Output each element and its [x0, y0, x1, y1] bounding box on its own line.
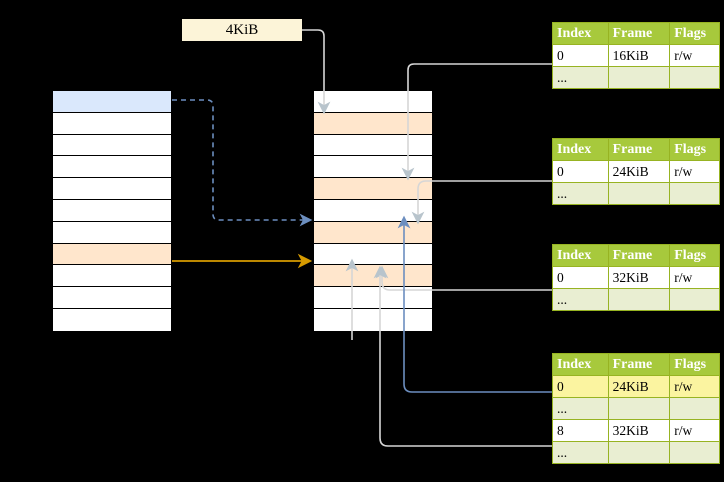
column-header: Index: [552, 353, 609, 376]
table-row: ...: [552, 288, 720, 311]
column-header: Flags: [669, 244, 720, 267]
table-cell: [607, 66, 671, 89]
table-cell: ...: [552, 441, 609, 464]
column-header: Frame: [607, 22, 671, 45]
memory-cell: [314, 91, 432, 113]
table-cell: ...: [552, 66, 609, 89]
table-cell: r/w: [669, 375, 720, 398]
memory-cell: [53, 265, 171, 288]
table-cell: [607, 397, 671, 420]
table-cell: [607, 182, 671, 205]
table-cell: [669, 182, 720, 205]
table-cell: [607, 441, 671, 464]
table-row: ...: [552, 397, 720, 420]
page-size-label: 4KiB: [182, 19, 302, 41]
memory-cell: [314, 134, 432, 157]
virtual-address-space-column: [52, 90, 172, 332]
table-cell: [669, 441, 720, 464]
table-cell: ...: [552, 288, 609, 311]
memory-cell: [53, 287, 171, 309]
wire-virtual-blue-to-physical: [172, 99, 313, 227]
memory-cell: [53, 178, 171, 200]
column-header: Flags: [669, 138, 720, 161]
table-cell: 0: [552, 160, 609, 183]
table-cell: [669, 397, 720, 420]
memory-cell: [53, 91, 171, 113]
table-cell: r/w: [669, 44, 720, 67]
table-cell: 0: [552, 375, 609, 398]
memory-cell: [314, 308, 432, 331]
table-cell: 24KiB: [607, 160, 671, 183]
table-row: ...: [552, 182, 720, 205]
table-cell: 0: [552, 44, 609, 67]
table-cell: [607, 288, 671, 311]
column-header: Flags: [669, 22, 720, 45]
memory-cell: [314, 178, 432, 200]
table-row: ...: [552, 441, 720, 464]
table-cell: 32KiB: [607, 266, 671, 289]
column-header: Frame: [607, 138, 671, 161]
memory-cell: [314, 221, 432, 244]
memory-cell: [53, 199, 171, 222]
wire-pt2-to-frame: [411, 180, 552, 225]
table-cell: [669, 288, 720, 311]
column-header: Index: [552, 244, 609, 267]
memory-cell: [53, 156, 171, 179]
table-cell: 24KiB: [607, 375, 671, 398]
memory-cell: [314, 243, 432, 266]
memory-cell: [53, 134, 171, 157]
memory-cell: [314, 265, 432, 288]
memory-cell: [314, 199, 432, 222]
memory-cell: [314, 112, 432, 135]
physical-memory-column: [313, 90, 433, 332]
table-cell: ...: [552, 397, 609, 420]
table-cell: [669, 66, 720, 89]
memory-cell: [53, 221, 171, 244]
table-cell: ...: [552, 182, 609, 205]
memory-cell: [314, 287, 432, 309]
memory-cell: [53, 243, 171, 266]
table-cell: r/w: [669, 419, 720, 442]
memory-cell: [53, 308, 171, 331]
table-cell: 0: [552, 266, 609, 289]
column-header: Frame: [607, 353, 671, 376]
table-cell: 32KiB: [607, 419, 671, 442]
table-cell: r/w: [669, 160, 720, 183]
memory-cell: [53, 112, 171, 135]
table-cell: r/w: [669, 266, 720, 289]
table-cell: 16KiB: [607, 44, 671, 67]
memory-cell: [314, 156, 432, 179]
column-header: Index: [552, 22, 609, 45]
table-cell: 8: [552, 419, 609, 442]
column-header: Index: [552, 138, 609, 161]
column-header: Flags: [669, 353, 720, 376]
column-header: Frame: [607, 244, 671, 267]
table-row: ...: [552, 66, 720, 89]
